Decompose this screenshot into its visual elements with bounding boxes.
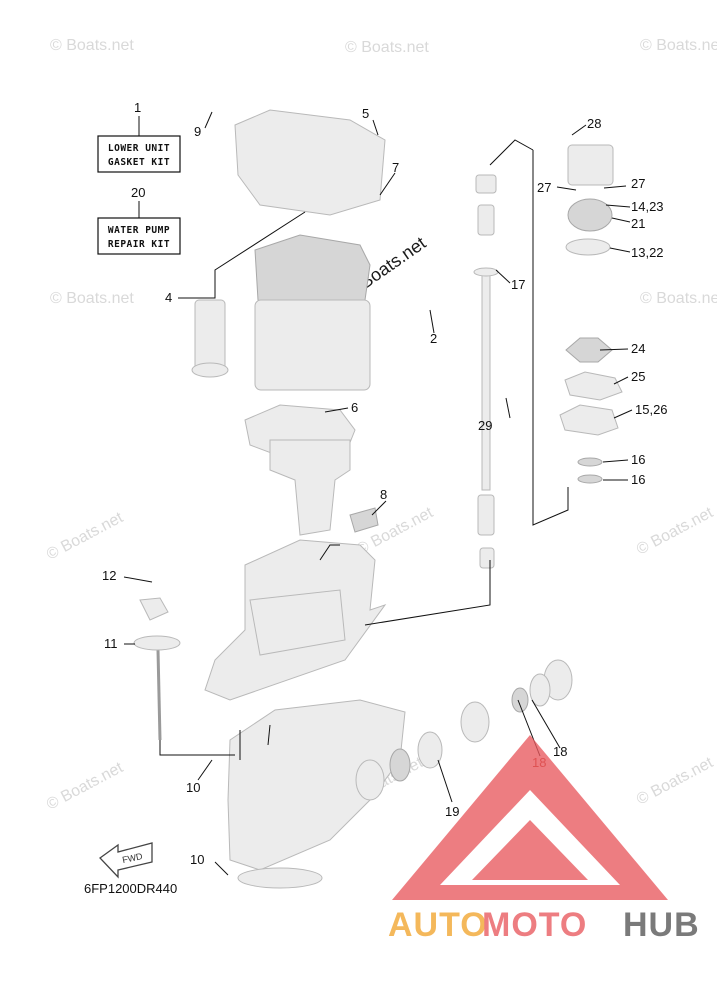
- callout-number: 13,22: [631, 245, 664, 260]
- watermark-text: © Boats.net: [44, 759, 126, 814]
- callout-number: 5: [362, 106, 369, 121]
- callout-number: 21: [631, 216, 645, 231]
- logo-part1: AUTO: [388, 906, 488, 944]
- callout-number: 25: [631, 369, 645, 384]
- watermark-text: © Boats.net: [634, 754, 716, 809]
- upper-casing: [191, 109, 386, 536]
- callout-number: 6: [351, 400, 358, 415]
- automotohub-logo: AUTO MOTO HUB: [388, 735, 700, 944]
- callout-number: 15,26: [635, 402, 668, 417]
- callout-number: 8: [380, 487, 387, 502]
- gearcase-parts: [355, 659, 573, 801]
- callout-number: 28: [587, 116, 601, 131]
- water-pump-parts: [559, 144, 623, 484]
- watermark-text: © Boats.net: [640, 37, 717, 54]
- callout-number: 18: [553, 744, 567, 759]
- watermark-text: © Boats.net: [640, 290, 717, 307]
- water-pump-repair-kit: 20 WATER PUMP REPAIR KIT: [97, 185, 181, 255]
- logo-part2: MOTO: [482, 906, 587, 944]
- callout-number: 20: [131, 185, 145, 200]
- callout-number: 7: [392, 160, 399, 175]
- callout-number: 11: [104, 636, 118, 651]
- callout-number: 10: [190, 852, 204, 867]
- kit-label-line1: LOWER UNIT: [108, 143, 170, 154]
- kit-label-line2: GASKET KIT: [108, 157, 170, 168]
- logo-part3: HUB: [623, 906, 700, 944]
- callout-number: 4: [165, 290, 172, 305]
- callout-number: 29: [478, 418, 492, 433]
- callout-number: 9: [194, 124, 201, 139]
- callout-number: 27: [537, 180, 551, 195]
- watermark-text: © Boats.net: [634, 504, 716, 559]
- callouts: 9 5 7 28 27 27 14,23 21 13,22 4 17 2 24 …: [102, 106, 668, 867]
- drive-shaft: [473, 174, 499, 569]
- watermark-text: © Boats.net: [50, 37, 134, 54]
- callout-number: 24: [631, 341, 645, 356]
- callout-number: 27: [631, 176, 645, 191]
- callout-number: 17: [511, 277, 525, 292]
- callout-number: 16: [631, 472, 645, 487]
- fwd-label: FWD: [121, 851, 144, 865]
- lower-unit-gasket-kit: 1 LOWER UNIT GASKET KIT: [97, 100, 181, 173]
- callout-number: 16: [631, 452, 645, 467]
- callout-number: 2: [430, 331, 437, 346]
- watermark-text: © Boats.net: [345, 39, 429, 56]
- kit-label-line1: WATER PUMP: [108, 225, 170, 236]
- midsection-casing: [204, 539, 387, 701]
- callout-number: 1: [134, 100, 141, 115]
- lower-casing: [227, 699, 406, 889]
- watermark-text: © Boats.net: [44, 509, 126, 564]
- fwd-arrow-icon: FWD: [99, 842, 153, 879]
- callout-number: 19: [445, 804, 459, 819]
- watermark-text: © Boats.net: [50, 290, 134, 307]
- callout-number: 12: [102, 568, 116, 583]
- callout-number: 10: [186, 780, 200, 795]
- diagram-code: 6FP1200DR440: [84, 881, 177, 896]
- shift-rod: [133, 597, 181, 741]
- kit-label-line2: REPAIR KIT: [108, 239, 170, 250]
- callout-number: 14,23: [631, 199, 664, 214]
